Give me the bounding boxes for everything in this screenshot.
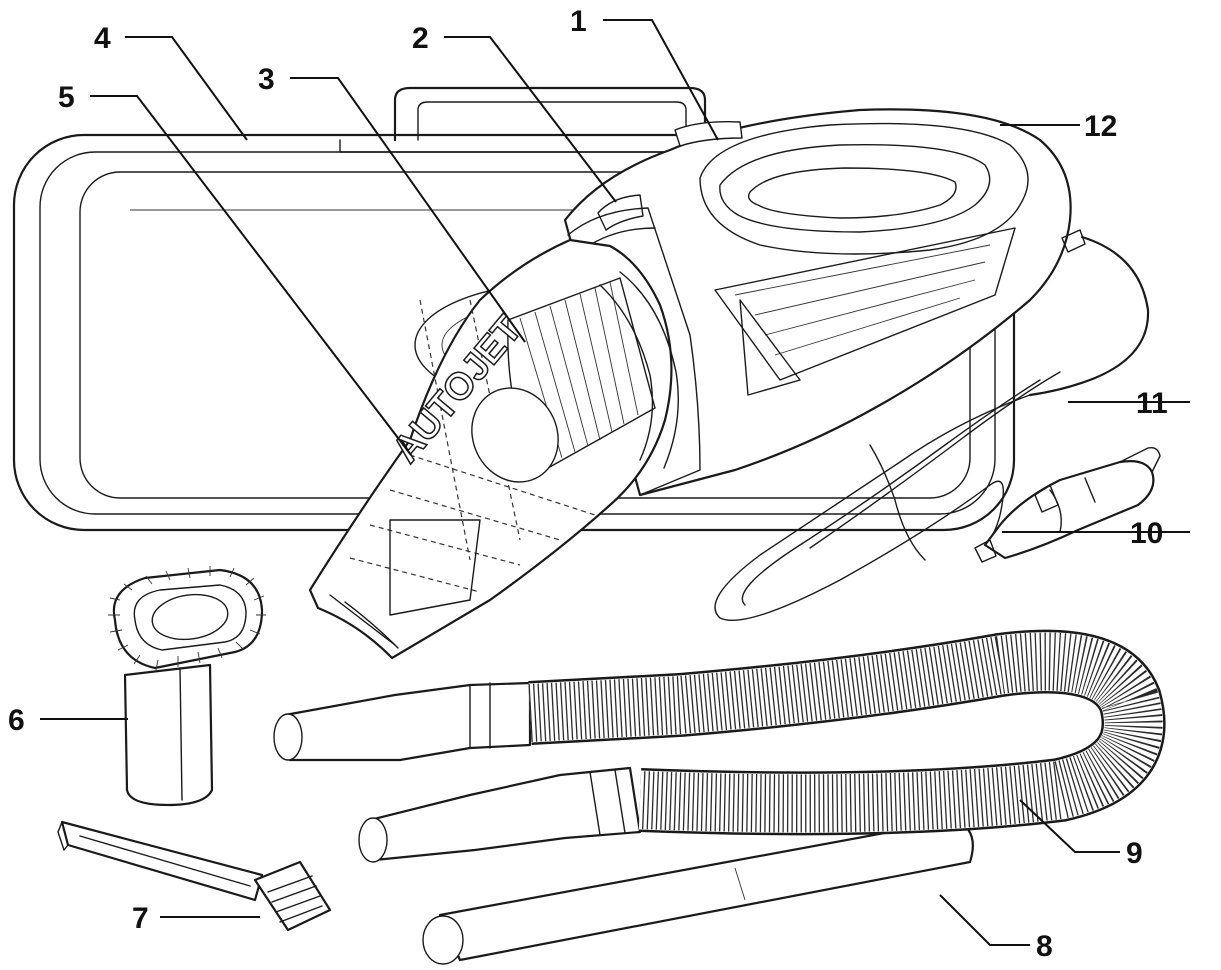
callout-labels: 1 2 3 4 5 6 7 8 9 10 11 12 <box>8 5 1168 963</box>
callout-10: 10 <box>1130 517 1163 550</box>
callout-2: 2 <box>412 22 429 55</box>
callout-5: 5 <box>58 81 75 114</box>
vacuum-nozzle: AUTOJET <box>308 238 679 660</box>
callout-1: 1 <box>570 5 587 38</box>
crevice-tool-small <box>57 820 332 932</box>
cigarette-lighter-plug <box>974 446 1161 563</box>
callout-3: 3 <box>258 63 275 96</box>
power-cord <box>714 229 1150 621</box>
vacuum-body <box>563 108 1072 497</box>
brush-attachment <box>108 566 266 807</box>
callout-12: 12 <box>1084 110 1117 143</box>
callout-6: 6 <box>8 704 25 737</box>
callout-7: 7 <box>132 902 149 935</box>
callout-11: 11 <box>1136 387 1168 420</box>
callout-9: 9 <box>1126 837 1143 870</box>
leader-lines <box>40 19 1190 946</box>
callout-8: 8 <box>1036 930 1053 963</box>
callout-4: 4 <box>94 22 111 55</box>
extension-hose <box>273 629 1166 863</box>
